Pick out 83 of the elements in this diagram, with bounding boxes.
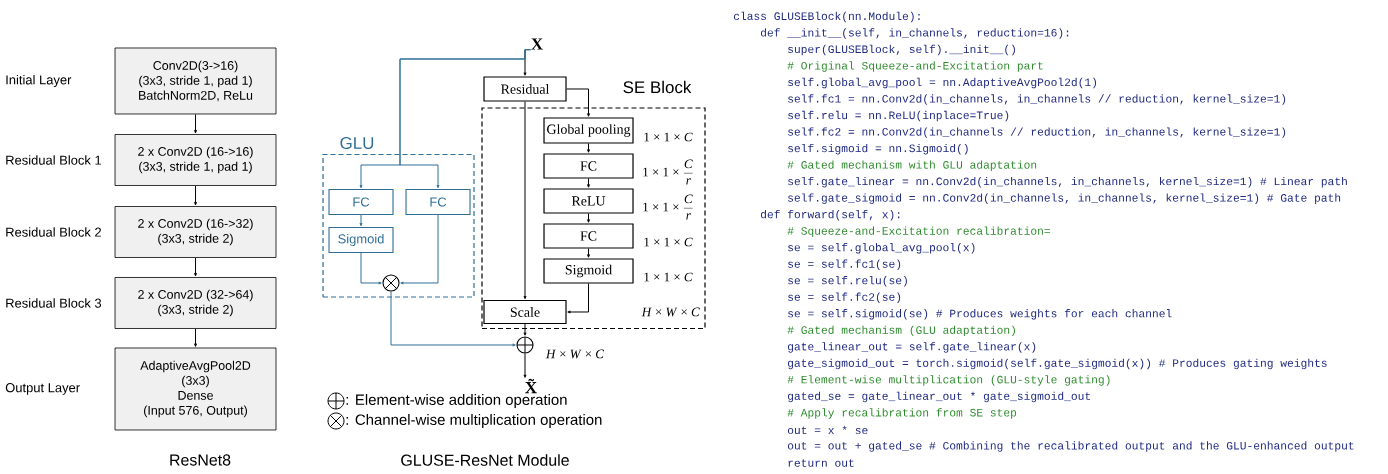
caption: GLUSE-ResNet Module [401,454,569,466]
arrow [194,113,197,134]
multiply-symbol [382,274,400,292]
process-box: FC [405,188,471,216]
arrow [587,213,590,223]
process-box: FC [543,153,634,179]
input-symbol: X [531,38,543,50]
code-line: # Gated mechanism with GLU adaptation [787,160,1037,171]
process-box: Residual [483,76,567,102]
arrow [587,248,590,258]
arrow [587,178,590,188]
arrow [359,214,363,227]
code-line: def __init__(self, in_channels, reduction=16): [760,28,1069,39]
code-line: se = self.relu(se) [788,276,907,287]
dimension-label: $\text{1 × 1 × \textit{C}}$ [644,237,693,247]
layer-box: 2 x Conv2D (16->32) (3x3, stride 2) [114,206,277,258]
layer-label: Residual Block 2 [6,227,101,237]
arrow [523,323,527,336]
code-line: out = out + gated_se # Combining the recalibrated output and the GLU-enhanced output [787,441,1354,452]
dimension-label: $\text{1 × 1 × \textit{C}}$ [644,272,693,282]
layer-label: Residual Block 1 [6,155,102,165]
add-symbol [516,336,534,354]
dimension-label: $\text{1 × 1 × }\dfrac{\textit{C}}{\textit{r}}$ [643,159,693,185]
process-box: Sigmoid [328,226,394,254]
layer-label: Initial Layer [6,74,72,88]
code-line: gated_se = gate_linear_out * gate_sigmoid_out [788,391,1090,403]
dimension-label: $\text{1 × 1 × \textit{C}}$ [644,132,693,142]
layer-box: AdaptiveAvgPool2D (3x3) Dense (Input 576, Output) [114,347,277,431]
code-line: self.global_avg_pool = nn.AdaptiveAvgPool2d(1) [788,77,1097,89]
code-line: self.sigmoid = nn.Sigmoid() [788,143,968,155]
layer-box: Conv2D(3->16) (3x3, stride 1, pad 1) BatchNorm2D, ReLu [114,47,277,115]
arrow [567,283,589,314]
arrow [194,185,197,206]
code-line: se = self.global_avg_pool(x) [788,243,975,254]
code-line: self.fc2 = nn.Conv2d(in_channels // reduction, in_channels, kernel_size=1) [788,127,1286,138]
arrow [399,49,532,189]
code-line: self.fc1 = nn.Conv2d(in_channels, in_channels // reduction, kernel_size=1) [788,94,1286,105]
process-box: FC [543,223,634,249]
arrow [566,88,590,117]
code-line: return out [788,459,854,467]
code-line: super(GLUSEBlock, self).__init__() [788,44,1015,56]
arrow [194,257,197,277]
process-box: ReLU [543,188,634,214]
code-line: self.gate_linear = nn.Conv2d(in_channels, in_channels, kernel_size=1) # Linear path [788,176,1347,188]
layer-label: Output Layer [5,383,80,395]
code-line: def forward(self, x): [760,210,900,221]
arrow [360,252,382,285]
group-title: GLU [340,137,374,149]
code-line: self.relu = nn.ReLU(inplace=True) [788,110,1009,122]
process-box: Sigmoid [543,258,634,284]
code-line: # Original Squeeze-and-Excitation part [787,61,1043,72]
process-box: Scale [483,299,567,325]
code-line: # Squeeze-and-Excitation recalibration= [787,226,1050,237]
layer-box: 2 x Conv2D (16->16) (3x3, stride 1, pad 1) [114,134,277,186]
dimension-label: $\text{1 × 1 × }\dfrac{\textit{C}}{\textit{r}}$ [643,194,693,220]
caption: ResNet8 [170,454,231,466]
layer-box: 2 x Conv2D (32->64) (3x3, stride 2) [114,277,277,329]
process-box: Global pooling [543,117,634,144]
code-line: # Element-wise multiplication (GLU-style gating) [787,375,1110,386]
code-line: class GLUSEBlock(nn.Module): [733,11,920,23]
arrow [523,101,527,300]
input-symbol: X̃ [525,378,537,394]
legend-text: : Channel-wise multiplication operation [346,414,602,428]
layer-label: Residual Block 3 [6,298,102,308]
code-line: # Gated mechanism (GLU adaptation) [787,325,1015,337]
arrow [194,328,197,347]
arrow [400,214,439,285]
code-line: gate_linear_out = self.gate_linear(x) [788,342,1036,353]
code-line: gate_sigmoid_out = torch.sigmoid(self.gate_sigmoid(x)) # Produces gating weights [788,358,1327,370]
legend-text: : Element-wise addition operation [346,394,567,408]
process-box: FC [328,188,394,216]
arrow [587,143,590,153]
group-title: SE Block [623,80,692,94]
arrow [390,291,516,347]
code-line: se = self.sigmoid(se) # Produces weights for each channel [788,309,1172,320]
dimension-label: H × W × C [641,307,700,317]
code-line: se = self.fc2(se) [788,292,901,304]
code-line: se = self.fc1(se) [788,259,901,271]
arrow [523,353,527,378]
dimension-label: $\text{\textit{H} × \textit{W} × \textit{C}}$ [545,349,605,359]
code-line: out = x * se [787,425,868,435]
code-line: # Apply recalibration from SE step [787,408,1017,419]
code-line: self.gate_sigmoid = nn.Conv2d(in_channels, in_channels, kernel_size=1) # Gate path [788,193,1341,204]
